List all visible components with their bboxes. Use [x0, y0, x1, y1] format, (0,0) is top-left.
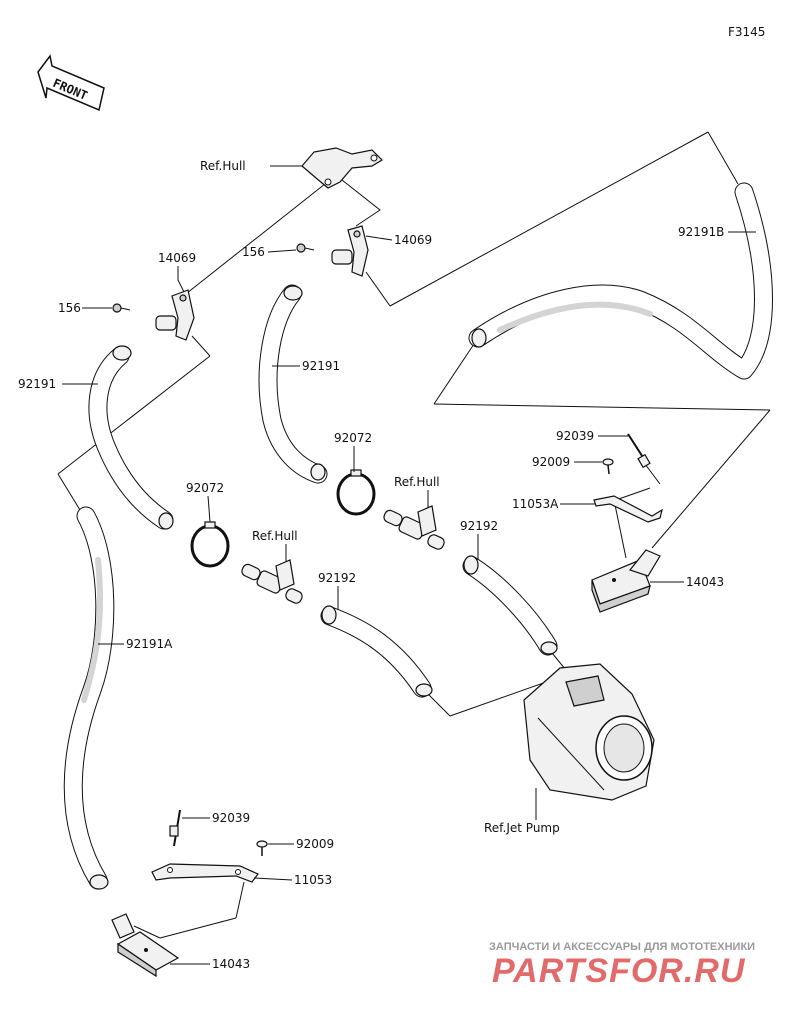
watermark-tagline: ЗАПЧАСТИ И АКСЕССУАРЫ ДЛЯ МОТОТЕХНИКИ	[489, 941, 755, 953]
leader-lines	[57, 131, 771, 939]
label-ref-jet-pump: Ref.Jet Pump	[484, 821, 560, 835]
callouts: Ref.Hull 14069 156 14069 92191B 156 9219…	[18, 159, 756, 971]
label-92191-center: 92191	[302, 359, 340, 373]
hose-92191-left	[88, 345, 174, 530]
label-92191-left: 92191	[18, 377, 56, 391]
hose-92191-center	[258, 284, 328, 484]
bracket-11053A	[593, 495, 663, 523]
hose-92191B	[468, 182, 773, 380]
clamp-92072-left-icon	[190, 521, 230, 568]
screw-92009-top-icon	[602, 458, 614, 475]
label-14043-right: 14043	[686, 575, 724, 589]
fitting-14069-left	[155, 289, 195, 341]
strainer-14043-bottom	[111, 913, 180, 978]
label-ref-hull-top: Ref.Hull	[200, 159, 246, 173]
label-92009-top: 92009	[532, 455, 570, 469]
watermark-brand: PARTSFOR.RU	[492, 952, 746, 990]
figure-code: F3145	[728, 25, 765, 39]
label-156-left: 156	[58, 301, 81, 315]
label-11053A: 11053A	[512, 497, 559, 511]
label-92039-bottom: 92039	[212, 811, 250, 825]
bolt-92039-top-icon	[627, 433, 651, 469]
hose-92191A	[63, 506, 115, 890]
hull-fitting-left	[241, 559, 303, 604]
screw-92009-bottom-icon	[256, 840, 268, 856]
label-92072-right: 92072	[334, 431, 372, 445]
hose-92192-left	[320, 605, 433, 698]
label-156-right: 156	[242, 245, 265, 259]
hull-fitting-right	[383, 505, 445, 550]
label-14069-left: 14069	[158, 251, 196, 265]
label-92072-left: 92072	[186, 481, 224, 495]
label-92192-left: 92192	[318, 571, 356, 585]
fitting-14069-right	[331, 225, 369, 277]
label-92191B: 92191B	[678, 225, 724, 239]
bracket-11053	[151, 863, 259, 883]
label-ref-hull-left: Ref.Hull	[252, 529, 298, 543]
hose-92192-right	[462, 555, 558, 656]
watermark: ЗАПЧАСТИ И АКСЕССУАРЫ ДЛЯ МОТОТЕХНИКИ PA…	[489, 941, 755, 990]
label-92191A: 92191A	[126, 637, 173, 651]
label-14043-bottom: 14043	[212, 957, 250, 971]
label-92039-top: 92039	[556, 429, 594, 443]
screw-156-right-icon	[296, 243, 315, 253]
hull-bracket-top	[301, 147, 383, 189]
strainer-14043-right	[591, 549, 661, 613]
label-11053: 11053	[294, 873, 332, 887]
label-92192-right: 92192	[460, 519, 498, 533]
clamp-92072-right-icon	[336, 469, 376, 516]
jet-pump	[523, 663, 655, 820]
label-14069-right: 14069	[394, 233, 432, 247]
screw-156-left-icon	[112, 303, 131, 313]
bolt-92039-bottom-icon	[169, 809, 181, 847]
label-92009-bottom: 92009	[296, 837, 334, 851]
label-ref-hull-right: Ref.Hull	[394, 475, 440, 489]
front-arrow-icon: FRONT	[37, 54, 105, 112]
